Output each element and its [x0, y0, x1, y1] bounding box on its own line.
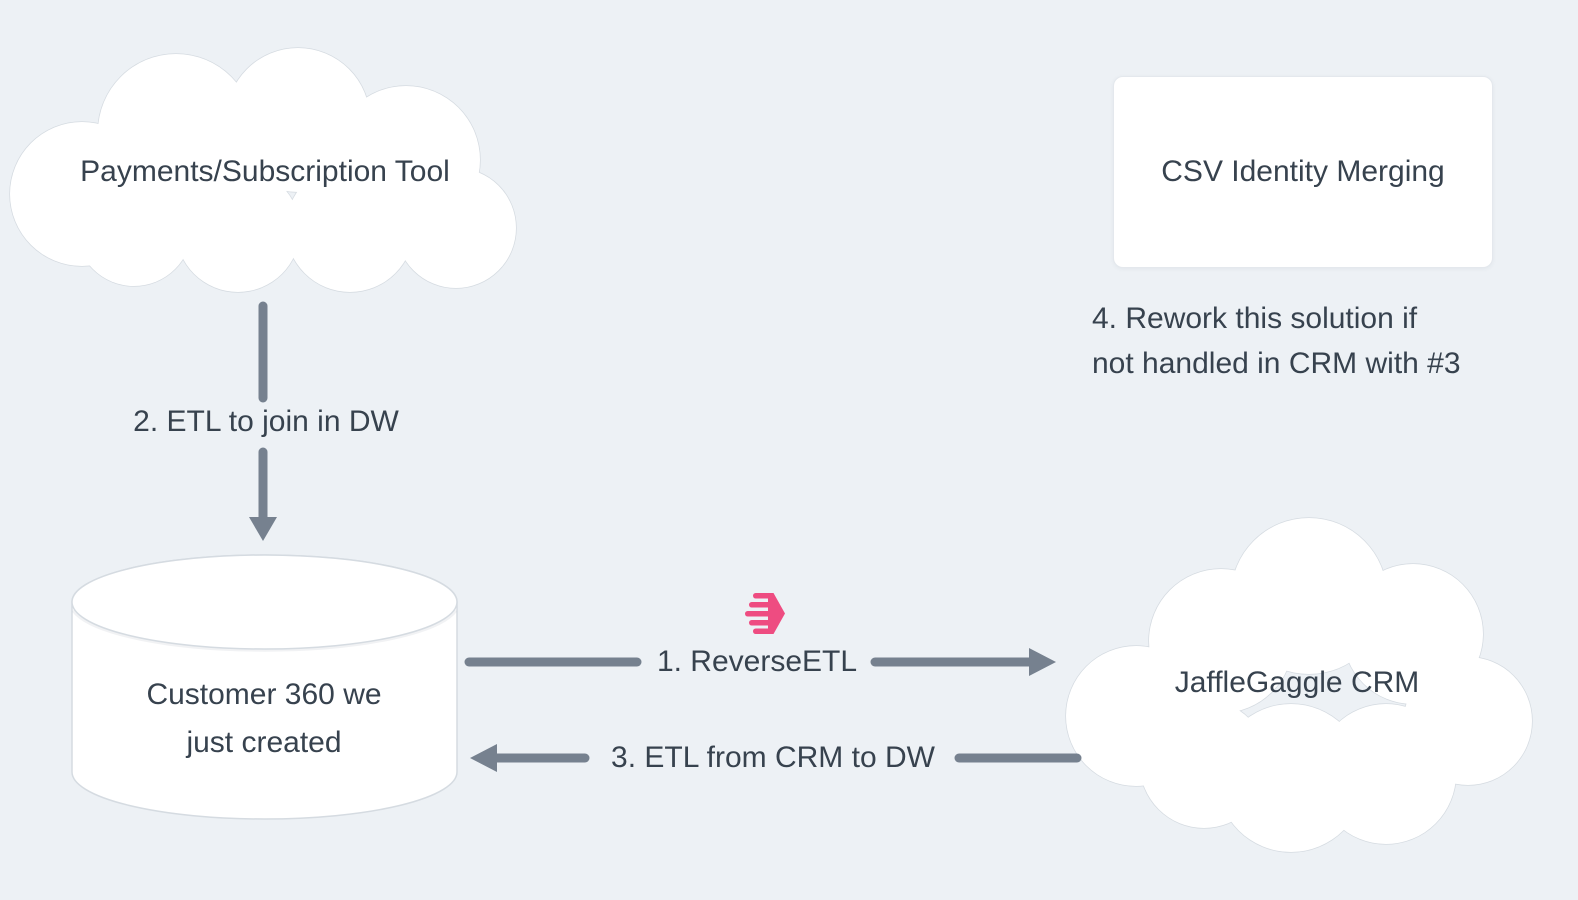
payments-cloud-label: Payments/Subscription Tool — [80, 155, 450, 188]
warehouse-cylinder-shape — [71, 554, 458, 820]
hightouch-icon — [745, 593, 785, 634]
warehouse-label-line1: Customer 360 we — [146, 678, 382, 711]
edge-step1-label: 1. ReverseETL — [656, 645, 858, 678]
warehouse-label-line2: just created — [186, 726, 342, 759]
rework-note-line2: not handled in CRM with #3 — [1092, 347, 1461, 380]
crm-cloud-label: JaffleGaggle CRM — [1174, 666, 1420, 699]
edge-step1-arrowhead-right — [1029, 648, 1056, 676]
csv-merge-card-label: CSV Identity Merging — [1161, 155, 1445, 188]
edge-step3-arrowhead-left — [470, 744, 497, 772]
edge-step2-label: 2. ETL to join in DW — [133, 405, 399, 438]
warehouse-label: Customer 360 we just created — [64, 671, 464, 767]
rework-note: 4. Rework this solution if not handled i… — [1092, 296, 1461, 386]
csv-merge-card: CSV Identity Merging — [1113, 76, 1493, 268]
edge-step3-label: 3. ETL from CRM to DW — [611, 741, 935, 774]
edge-step2-arrowhead-down — [249, 517, 277, 541]
rework-note-line1: 4. Rework this solution if — [1092, 302, 1418, 335]
